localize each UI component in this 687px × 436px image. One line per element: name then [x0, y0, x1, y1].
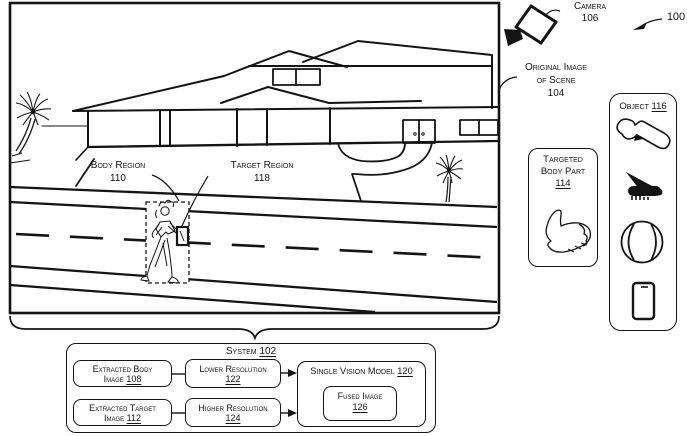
higher-resolution-box: Higher Resolution 124	[185, 398, 281, 427]
front-door	[402, 119, 436, 144]
original-image-label: Original Image of Scene 104	[514, 61, 598, 100]
lower-resolution-box: Lower Resolution 122	[185, 359, 281, 388]
camera-label-text: Camera	[573, 1, 607, 12]
single-vision-model-ref: 120	[397, 366, 413, 376]
system-title: System 102	[66, 345, 436, 358]
single-vision-model-label: Single Vision Model	[310, 366, 395, 376]
scene-brace	[9, 315, 500, 341]
figure-ref-arrow	[633, 18, 663, 30]
extracted-target-ref: 112	[126, 413, 142, 423]
person-figure	[140, 199, 180, 284]
figure-ref-label: 100	[666, 11, 686, 23]
fist-hand-icon	[545, 209, 592, 253]
driveway-inner-curve	[337, 142, 406, 163]
target-region-text: Target Region	[230, 160, 294, 171]
flow-connectors	[172, 369, 297, 417]
system-box	[66, 343, 436, 433]
extracted-target-image-box: Extracted Target Image 112	[73, 399, 172, 426]
driveway-outer-curve	[351, 142, 433, 202]
object-panel-label: Object	[619, 101, 649, 112]
lower-resolution-ref: 122	[225, 374, 241, 384]
system-ref: 102	[259, 346, 277, 357]
side-window	[459, 119, 499, 136]
smartphone-icon	[631, 281, 656, 321]
lane-center-dashes	[15, 232, 498, 260]
higher-resolution-ref: 124	[225, 413, 241, 423]
original-image-line2: of Scene	[536, 75, 576, 86]
system-label: System	[225, 346, 257, 357]
scene-frame	[8, 1, 501, 315]
object-panel-box: Object 116	[609, 93, 677, 331]
flow-arrow-bottom	[288, 409, 297, 417]
extracted-body-image-box: Extracted Body Image 108	[73, 360, 172, 387]
palm-tree-left	[9, 91, 52, 164]
body-region-text: Body Region	[90, 160, 146, 171]
pocket-knife-icon	[626, 172, 663, 200]
extracted-target-line2: Image	[103, 413, 125, 423]
camera-leader	[544, 9, 561, 17]
ball-icon	[620, 220, 664, 264]
original-image-ref: 104	[547, 88, 565, 99]
targeted-body-part-ref: 114	[555, 178, 571, 189]
camera-icon	[504, 4, 561, 46]
target-region-label: Target Region 118	[224, 159, 300, 185]
higher-resolution-label: Higher Resolution	[198, 402, 268, 413]
road-drawing	[9, 185, 498, 314]
target-region-box	[175, 225, 190, 247]
targeted-body-part-line1: Targeted	[543, 154, 583, 165]
object-panel-ref: 116	[651, 101, 667, 112]
original-image-leader	[498, 76, 518, 91]
extracted-body-ref: 108	[126, 374, 142, 384]
palm-tree-right	[435, 154, 464, 203]
targeted-body-part-line2: Body Part	[540, 166, 586, 177]
single-vision-model-box: Single Vision Model 120 Fused Image 126	[297, 361, 426, 427]
target-region-ref: 118	[254, 173, 270, 184]
body-region-leader	[151, 174, 180, 202]
extracted-target-line1: Extracted Target	[89, 402, 156, 413]
house-drawing	[41, 40, 501, 202]
fused-image-label: Fused Image	[337, 391, 383, 401]
flow-arrow-top	[288, 369, 297, 377]
extracted-body-line1: Extracted Body	[92, 363, 153, 374]
camera-label: Camera 106	[559, 1, 621, 25]
target-region-leader	[181, 175, 209, 227]
body-region-label: Body Region 110	[80, 159, 156, 185]
extracted-body-line2: Image	[103, 374, 124, 384]
targeted-body-part-box: Targeted Body Part 114	[528, 148, 598, 267]
handgun-icon	[616, 118, 671, 150]
fused-image-box: Fused Image 126	[323, 386, 397, 421]
camera-ref: 106	[581, 13, 599, 24]
original-image-line1: Original Image	[525, 62, 587, 73]
body-region-ref: 110	[110, 173, 126, 184]
fused-image-ref: 126	[352, 401, 368, 412]
lower-resolution-label: Lower Resolution	[199, 363, 267, 374]
